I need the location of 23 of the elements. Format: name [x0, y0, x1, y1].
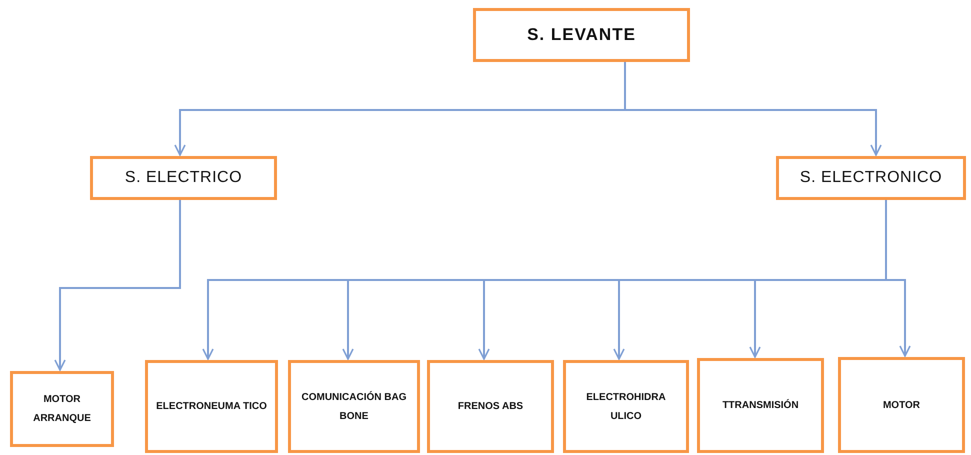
- box-label: FRENOS ABS: [458, 400, 524, 414]
- process-box: [697, 358, 824, 453]
- box-label: MOTOR ARRANQUE: [32, 393, 92, 426]
- box-label: MOTOR: [882, 398, 920, 412]
- process-box: [838, 357, 965, 453]
- box-label: S. ELECTRICO: [124, 168, 242, 188]
- box-label: TTRANSMISIÓN: [722, 398, 799, 413]
- box-label: S. LEVANTE: [527, 24, 636, 46]
- box-label: COMUNICACIÓN BAG BONE: [300, 390, 408, 424]
- box-label: ELECTROHIDRA ULICO: [585, 390, 667, 424]
- process-box: [145, 360, 278, 453]
- box-label: ELECTRONEUMA TICO: [156, 400, 267, 414]
- process-box: [288, 360, 420, 453]
- process-box: [563, 360, 689, 453]
- process-box: [427, 360, 554, 453]
- arrow: [885, 200, 911, 357]
- process-box: [776, 156, 966, 200]
- process-box: [473, 8, 690, 62]
- box-label: S. ELECTRONICO: [800, 168, 942, 188]
- process-box: [90, 156, 277, 200]
- arrow: [624, 62, 882, 156]
- arrow: [54, 200, 181, 371]
- process-box: [10, 371, 114, 447]
